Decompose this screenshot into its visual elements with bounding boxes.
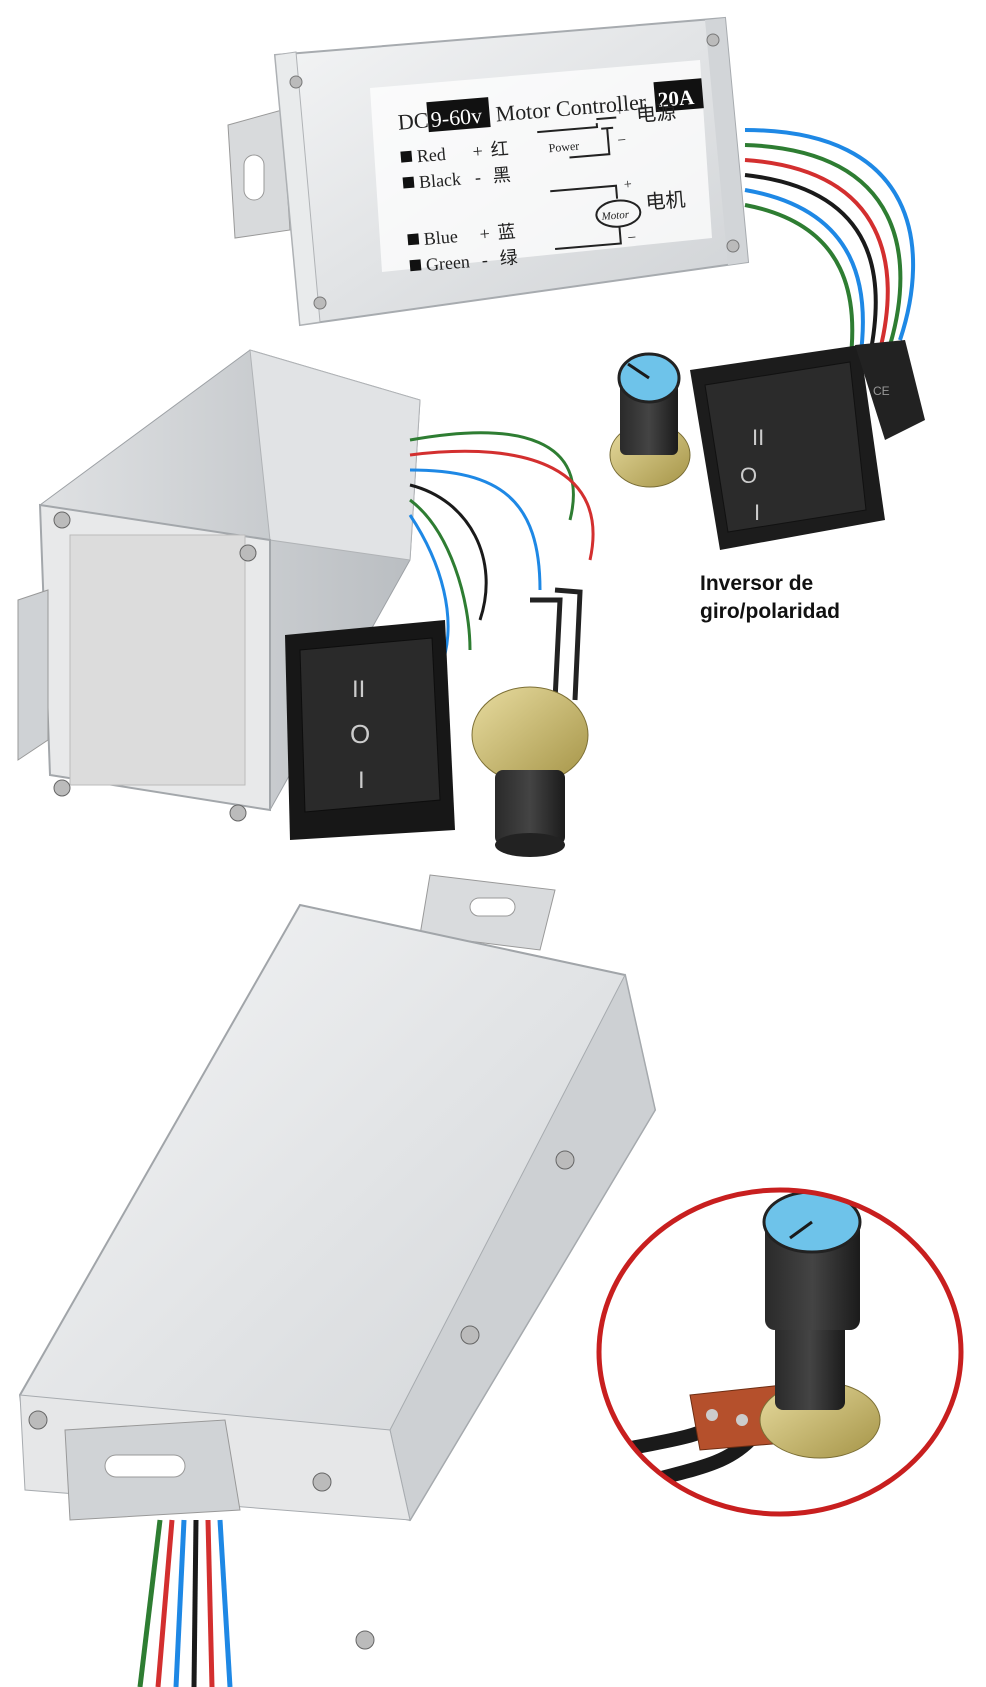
power-plus: + [615, 104, 624, 120]
rocker-switch-top: II O I CE [690, 340, 925, 550]
motor-minus: – [627, 229, 637, 245]
svg-text:CE: CE [873, 384, 890, 398]
wire-black-polarity: - [474, 167, 482, 187]
rocker-switch-middle: II O I [285, 620, 455, 840]
highlight-ring [596, 1187, 964, 1517]
voltage-range: 9-60v [430, 103, 483, 132]
controller-bottom [18, 874, 657, 1687]
caption: Inversor de giro/polaridad [700, 570, 840, 626]
wire-bundle-top [744, 128, 916, 366]
wire-green-cn: 绿 [499, 247, 519, 268]
switch-middle-symbol-ii: II [352, 676, 365, 703]
wire-black-cn: 黑 [492, 165, 512, 186]
switch-middle-symbol-o: O [350, 719, 370, 749]
wire-blue-label: Blue [423, 226, 459, 249]
controller-label-plate: DC 9-60v Motor Controller 20A Red + 红 Bl… [370, 60, 712, 275]
caption-line-1: Inversor de [700, 572, 814, 595]
wire-blue-cn: 蓝 [497, 221, 517, 242]
motor-plus: + [623, 177, 632, 193]
wire-red-label: Red [416, 144, 447, 166]
motor-cn: 电机 [645, 188, 687, 214]
caption-line-2: giro/polaridad [700, 600, 841, 623]
controller-top: DC 9-60v Motor Controller 20A Red + 红 Bl… [227, 16, 916, 366]
motor-label: Motor [600, 209, 630, 223]
power-symbol [537, 116, 617, 159]
wire-green-label: Green [425, 251, 471, 275]
switch-top-symbol-i: I [754, 500, 760, 525]
power-minus: – [617, 132, 627, 148]
wire-red-polarity: + [472, 141, 484, 162]
motor-symbol [550, 184, 642, 251]
power-label: Power [548, 139, 580, 156]
wire-black-label: Black [418, 169, 462, 192]
potentiometer-closeup-inset [596, 1187, 964, 1517]
wire-red-cn: 红 [490, 139, 510, 160]
current-rating: 20A [657, 85, 696, 112]
power-cn: 电源 [635, 100, 677, 126]
wire-blue-polarity: + [479, 223, 491, 244]
switch-middle-symbol-i: I [358, 767, 365, 794]
wire-green-polarity: - [481, 250, 489, 270]
switch-top-symbol-o: O [740, 463, 757, 488]
switch-top-symbol-ii: II [752, 425, 764, 450]
potentiometer-top [609, 352, 691, 488]
potentiometer-middle [471, 587, 589, 857]
voltage-prefix: DC [397, 107, 430, 134]
